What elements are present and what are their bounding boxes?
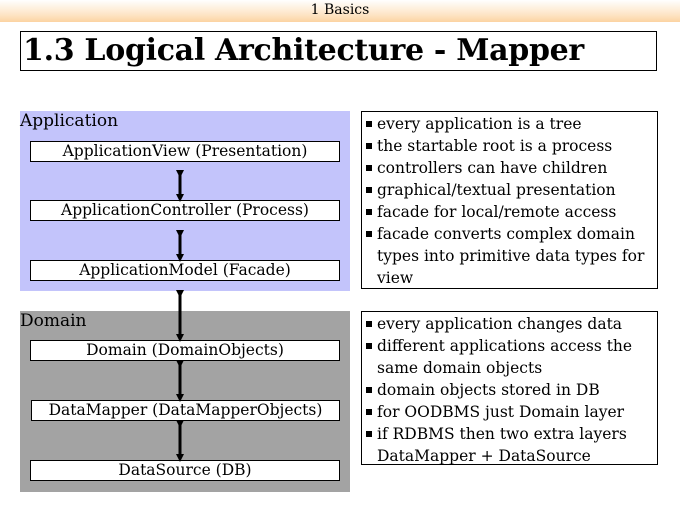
bullet-icon — [366, 343, 372, 349]
page-title: 1.3 Logical Architecture - Mapper — [23, 33, 584, 68]
note-item: domain objects stored in DB — [365, 379, 655, 401]
domain-box: Domain (DomainObjects) — [30, 340, 340, 361]
datasource-box: DataSource (DB) — [30, 460, 340, 481]
bullet-icon — [366, 321, 372, 327]
note-item: for OODBMS just Domain layer — [365, 401, 655, 423]
domain-layer-label: Domain — [20, 311, 87, 331]
bullet-icon — [366, 387, 372, 393]
bullet-icon — [366, 231, 372, 237]
application-controller-box: ApplicationController (Process) — [30, 200, 340, 221]
title-box: 1.3 Logical Architecture - Mapper — [20, 31, 657, 71]
note-item: facade for local/remote access — [365, 201, 655, 223]
application-layer-label: Application — [20, 111, 119, 131]
bullet-icon — [366, 431, 372, 437]
note-item: controllers can have children — [365, 157, 655, 179]
section-label: 1 Basics — [310, 2, 370, 18]
note-item: different applications access the same d… — [365, 335, 655, 379]
note-item: facade converts complex domain types int… — [365, 223, 655, 289]
application-model-box: ApplicationModel (Facade) — [30, 260, 340, 281]
note-item: graphical/textual presentation — [365, 179, 655, 201]
note-item: if RDBMS then two extra layers DataMappe… — [365, 423, 655, 467]
bullet-icon — [366, 121, 372, 127]
bullet-icon — [366, 143, 372, 149]
domain-notes-list: every application changes data different… — [365, 313, 655, 467]
header-band — [0, 0, 680, 22]
domain-layer: Domain Domain (DomainObjects) DataMapper… — [20, 311, 350, 492]
application-notes-list: every application is a tree the startabl… — [365, 113, 655, 289]
bullet-icon — [366, 409, 372, 415]
bullet-icon — [366, 187, 372, 193]
application-layer: Application ApplicationView (Presentatio… — [20, 111, 350, 291]
note-item: every application changes data — [365, 313, 655, 335]
bullet-icon — [366, 165, 372, 171]
application-notes: every application is a tree the startabl… — [361, 111, 658, 289]
note-item: the startable root is a process — [365, 135, 655, 157]
note-item: every application is a tree — [365, 113, 655, 135]
datamapper-box: DataMapper (DataMapperObjects) — [31, 400, 340, 421]
domain-notes: every application changes data different… — [361, 311, 658, 465]
application-view-box: ApplicationView (Presentation) — [30, 141, 340, 162]
bullet-icon — [366, 209, 372, 215]
